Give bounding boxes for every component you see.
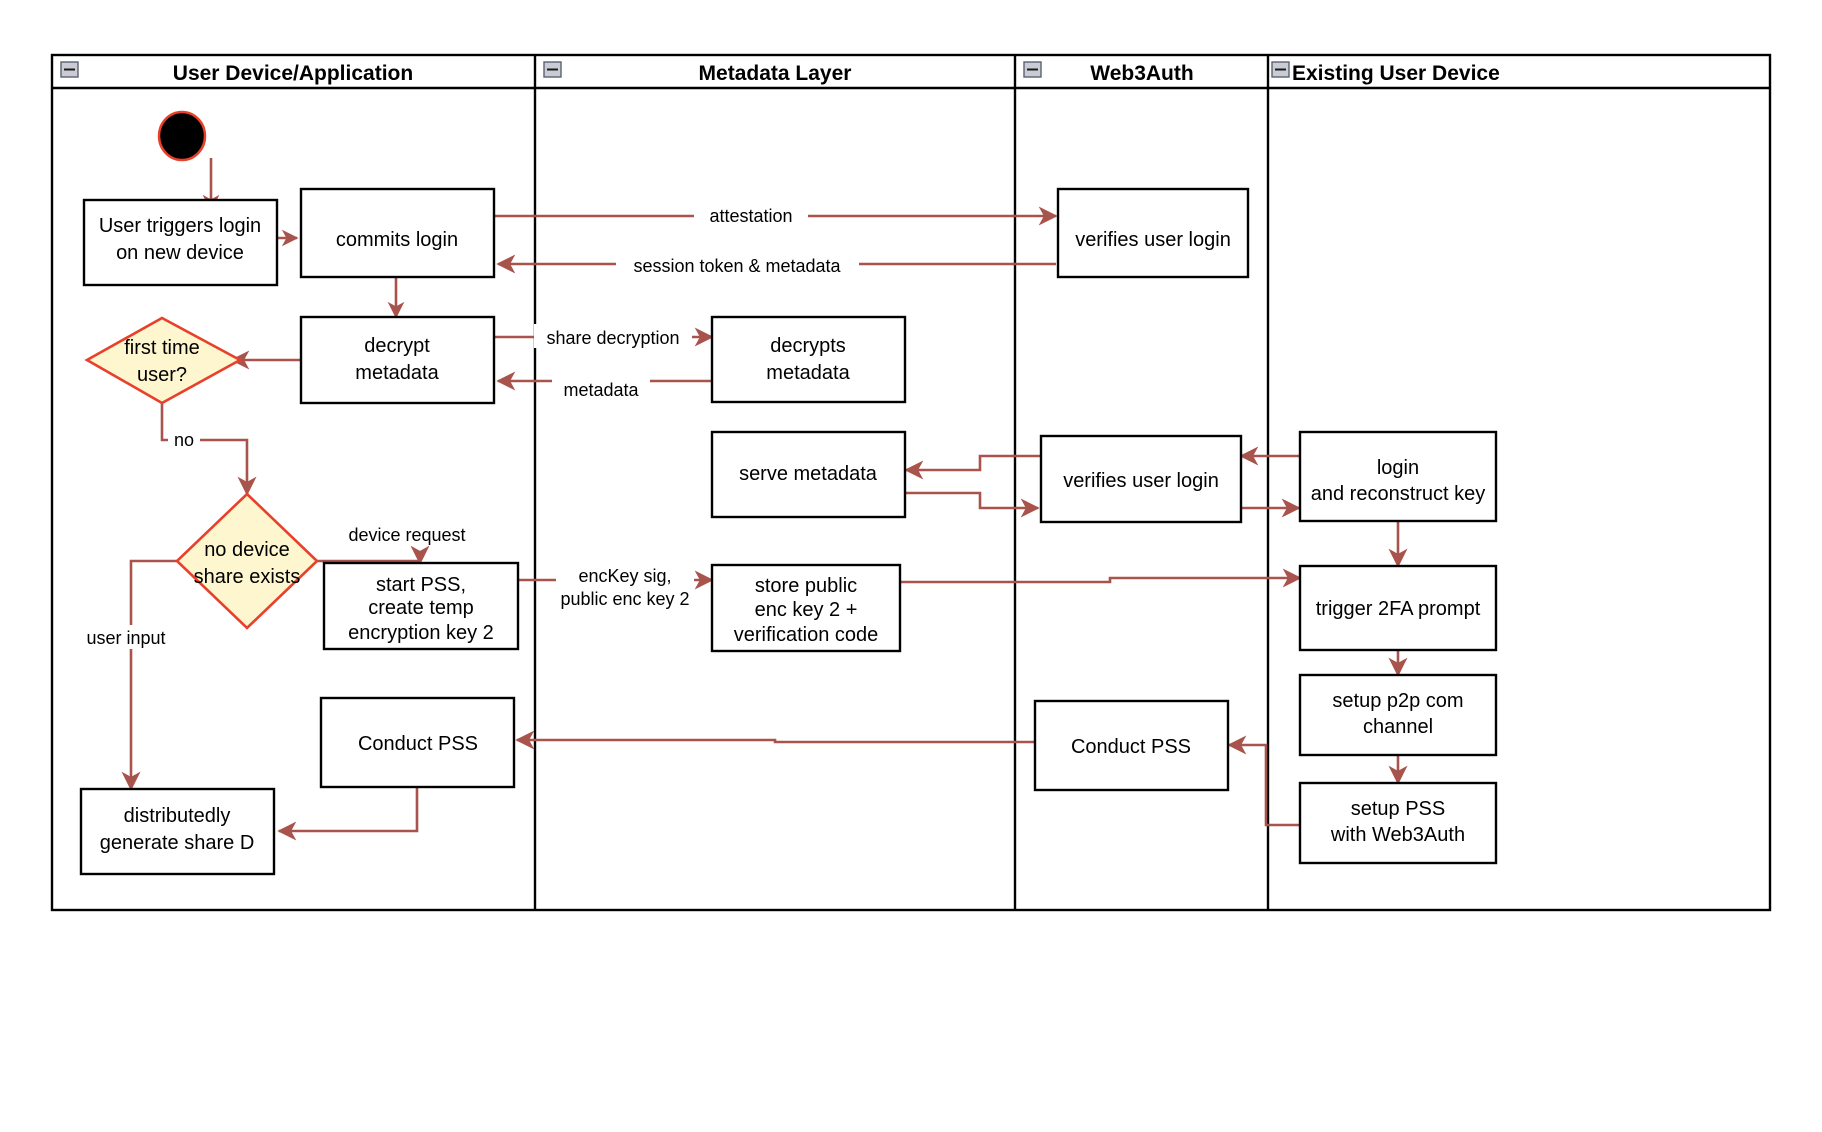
edge-conductpss-web3auth-to-user <box>515 730 1036 750</box>
node-commits-login[interactable]: commits login <box>299 187 496 279</box>
node-label: login <box>1377 457 1419 479</box>
lane-label-user-device: User Device/Application <box>173 62 413 85</box>
edge-user-input-line <box>121 559 177 791</box>
swimlane-frame <box>50 53 1772 912</box>
node-verifies-user-login-1[interactable]: verifies user login <box>1056 187 1250 279</box>
node-label: trigger 2FA prompt <box>1316 598 1481 620</box>
lane-header-metadata[interactable]: Metadata Layer <box>543 61 852 85</box>
edge-label-enckey-sig-2: public enc key 2 <box>560 589 689 609</box>
node-label: and reconstruct key <box>1311 483 1486 505</box>
node-label: verification code <box>734 624 879 646</box>
node-login-and-reconstruct-key[interactable]: login and reconstruct key <box>1298 430 1498 523</box>
node-setup-pss-with-web3auth[interactable]: setup PSS with Web3Auth <box>1298 781 1498 865</box>
node-label: commits login <box>336 229 458 251</box>
lane-header-existing-device[interactable]: Existing User Device <box>1271 61 1500 85</box>
edge-setuppss-to-conductpss-web3auth <box>1227 735 1301 827</box>
edge-serve-to-verifies2 <box>901 491 1040 518</box>
node-decrypt-metadata[interactable]: decrypt metadata <box>299 315 496 405</box>
edge-label-enckey-sig: encKey sig, <box>578 566 671 586</box>
edge-label-session-token: session token & metadata <box>633 256 841 276</box>
node-label: enc key 2 + <box>755 599 858 621</box>
node-label: Conduct PSS <box>358 733 478 755</box>
node-label: share exists <box>194 566 301 588</box>
node-setup-p2p-com-channel[interactable]: setup p2p com channel <box>1298 673 1498 757</box>
node-label: metadata <box>355 362 439 384</box>
edge-no-line <box>160 403 257 496</box>
edge-label-attestation: attestation <box>709 206 792 226</box>
node-trigger-2fa-prompt[interactable]: trigger 2FA prompt <box>1298 564 1498 652</box>
node-user-triggers-login[interactable]: User triggers login on new device <box>82 198 279 287</box>
lane-label-web3auth: Web3Auth <box>1090 62 1193 85</box>
node-label: distributedly <box>124 805 231 827</box>
edge-label-device-request: device request <box>348 525 465 545</box>
node-label: generate share D <box>100 832 255 854</box>
node-label: on new device <box>116 242 244 264</box>
node-start[interactable] <box>157 110 207 162</box>
edge-conductpss-to-generate-share <box>277 787 419 841</box>
node-label: user? <box>137 364 187 386</box>
node-start-pss[interactable]: start PSS, create temp encryption key 2 <box>322 561 520 651</box>
node-label: with Web3Auth <box>1330 824 1465 846</box>
lane-label-metadata: Metadata Layer <box>699 62 852 85</box>
node-label: start PSS, <box>376 574 466 596</box>
edge-label-no: no <box>174 430 194 450</box>
node-label: decrypts <box>770 335 846 357</box>
node-label: verifies user login <box>1063 470 1219 492</box>
node-label: User triggers login <box>99 215 261 237</box>
node-label: metadata <box>766 362 850 384</box>
node-label: Conduct PSS <box>1071 736 1191 758</box>
node-conduct-pss-user[interactable]: Conduct PSS <box>319 696 516 789</box>
node-store-public-enc-key[interactable]: store public enc key 2 + verification co… <box>710 563 902 653</box>
node-label: store public <box>755 575 857 597</box>
node-label: create temp <box>368 597 474 619</box>
node-label: channel <box>1363 716 1433 738</box>
node-label: encryption key 2 <box>348 622 494 644</box>
lane-header-web3auth[interactable]: Web3Auth <box>1023 61 1194 85</box>
node-label: verifies user login <box>1075 229 1231 251</box>
node-label: serve metadata <box>739 463 878 485</box>
node-verifies-user-login-2[interactable]: verifies user login <box>1039 434 1243 524</box>
node-no-device-share-exists[interactable]: no device share exists <box>175 492 319 630</box>
edge-labels: attestation session token & metadata sha… <box>79 203 859 649</box>
node-label: decrypt <box>364 335 430 357</box>
node-label: setup PSS <box>1351 798 1446 820</box>
lane-header-user-device[interactable]: User Device/Application <box>60 61 413 85</box>
node-conduct-pss-web3auth[interactable]: Conduct PSS <box>1033 699 1230 792</box>
node-first-time-user[interactable]: first time user? <box>84 316 243 405</box>
lane-label-existing-device: Existing User Device <box>1292 62 1500 85</box>
edge-label-metadata: metadata <box>563 380 639 400</box>
node-label: setup p2p com <box>1332 690 1463 712</box>
edge-store-to-trigger2fa <box>900 568 1302 588</box>
node-decrypts-metadata[interactable]: decrypts metadata <box>710 315 907 404</box>
edge-label-share-decryption: share decryption <box>546 328 679 348</box>
node-serve-metadata[interactable]: serve metadata <box>710 430 907 519</box>
node-distributedly-generate-share-d[interactable]: distributedly generate share D <box>79 787 276 876</box>
node-label: first time <box>124 337 200 359</box>
node-label: no device <box>204 539 290 561</box>
edge-label-user-input: user input <box>86 628 165 648</box>
edge-verifies2-to-serve <box>904 454 1040 480</box>
